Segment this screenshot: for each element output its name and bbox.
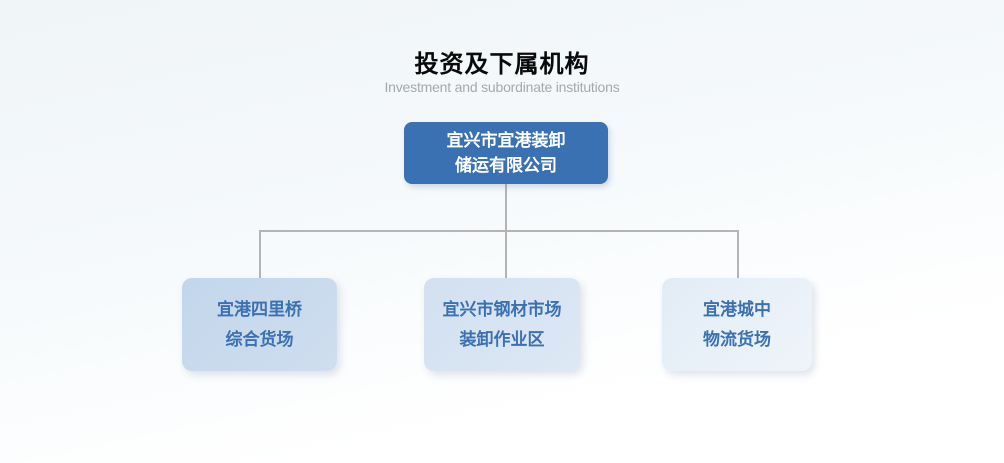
org-node-child-2: 宜兴市钢材市场 装卸作业区 (424, 278, 580, 371)
page-title: 投资及下属机构 (414, 51, 590, 78)
org-node-child-1: 宜港四里桥 综合货场 (182, 278, 337, 371)
org-node-child-3: 宜港城中 物流货场 (662, 278, 812, 371)
org-node-child-2-line2: 装卸作业区 (459, 329, 545, 349)
org-node-root-line2: 储运有限公司 (455, 156, 557, 175)
connector-drop-left (259, 230, 261, 278)
connector-horizontal (259, 230, 739, 232)
org-node-child-3-line2: 物流货场 (703, 329, 771, 349)
org-node-child-3-line1: 宜港城中 (703, 299, 771, 319)
org-node-root-line1: 宜兴市宜港装卸 (446, 131, 566, 150)
page-subtitle: Investment and subordinate institutions (384, 79, 620, 95)
org-node-child-1-line1: 宜港四里桥 (217, 299, 302, 319)
org-node-root: 宜兴市宜港装卸 储运有限公司 (404, 122, 608, 184)
org-node-child-1-line2: 综合货场 (225, 329, 294, 349)
org-node-child-2-line1: 宜兴市钢材市场 (442, 299, 562, 319)
connector-drop-right (737, 230, 739, 278)
